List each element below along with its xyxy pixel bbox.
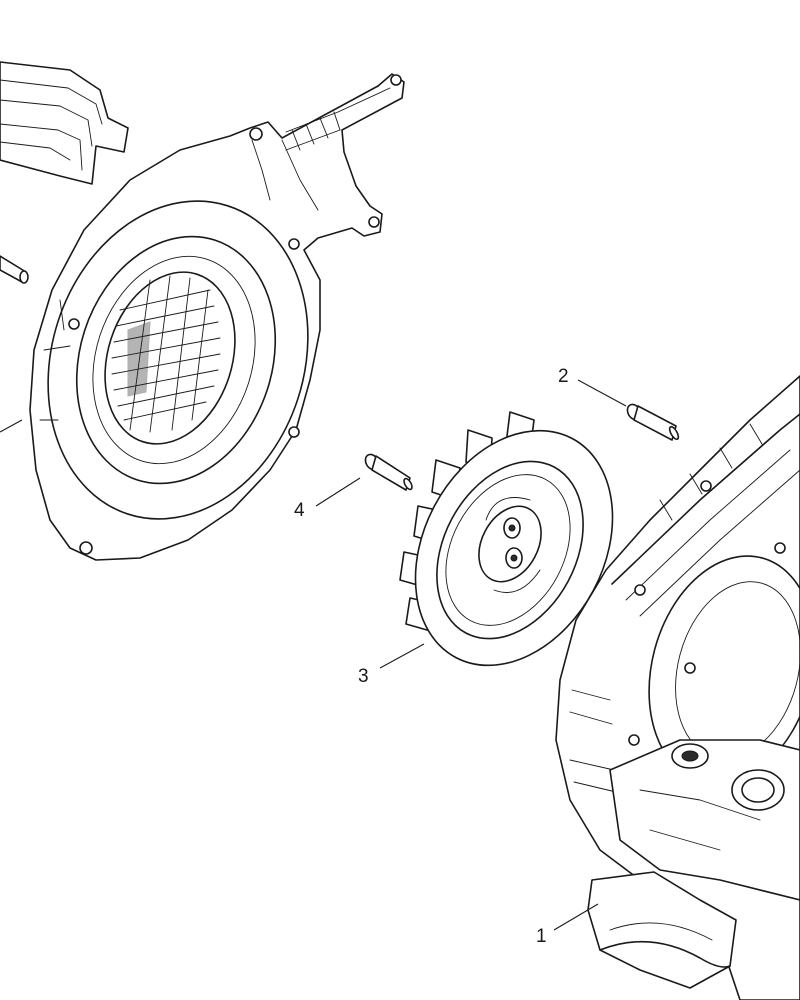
callout-4: 4 bbox=[294, 500, 305, 521]
callout-1: 1 bbox=[536, 926, 547, 947]
duct-piece bbox=[0, 61, 129, 185]
leader-1 bbox=[553, 903, 599, 931]
part-1-main-housing bbox=[555, 375, 800, 1000]
leader-4 bbox=[315, 477, 361, 507]
leader-left-edge bbox=[0, 419, 23, 433]
leader-3 bbox=[379, 643, 425, 669]
part-3-impeller bbox=[399, 411, 614, 667]
leader-2 bbox=[577, 379, 627, 407]
part-2-screw bbox=[626, 403, 680, 441]
part-4-screw bbox=[364, 453, 413, 491]
callout-3: 3 bbox=[358, 666, 369, 687]
callout-2: 2 bbox=[558, 366, 569, 387]
pin-left bbox=[0, 255, 29, 284]
fan-housing-cover bbox=[29, 73, 405, 561]
